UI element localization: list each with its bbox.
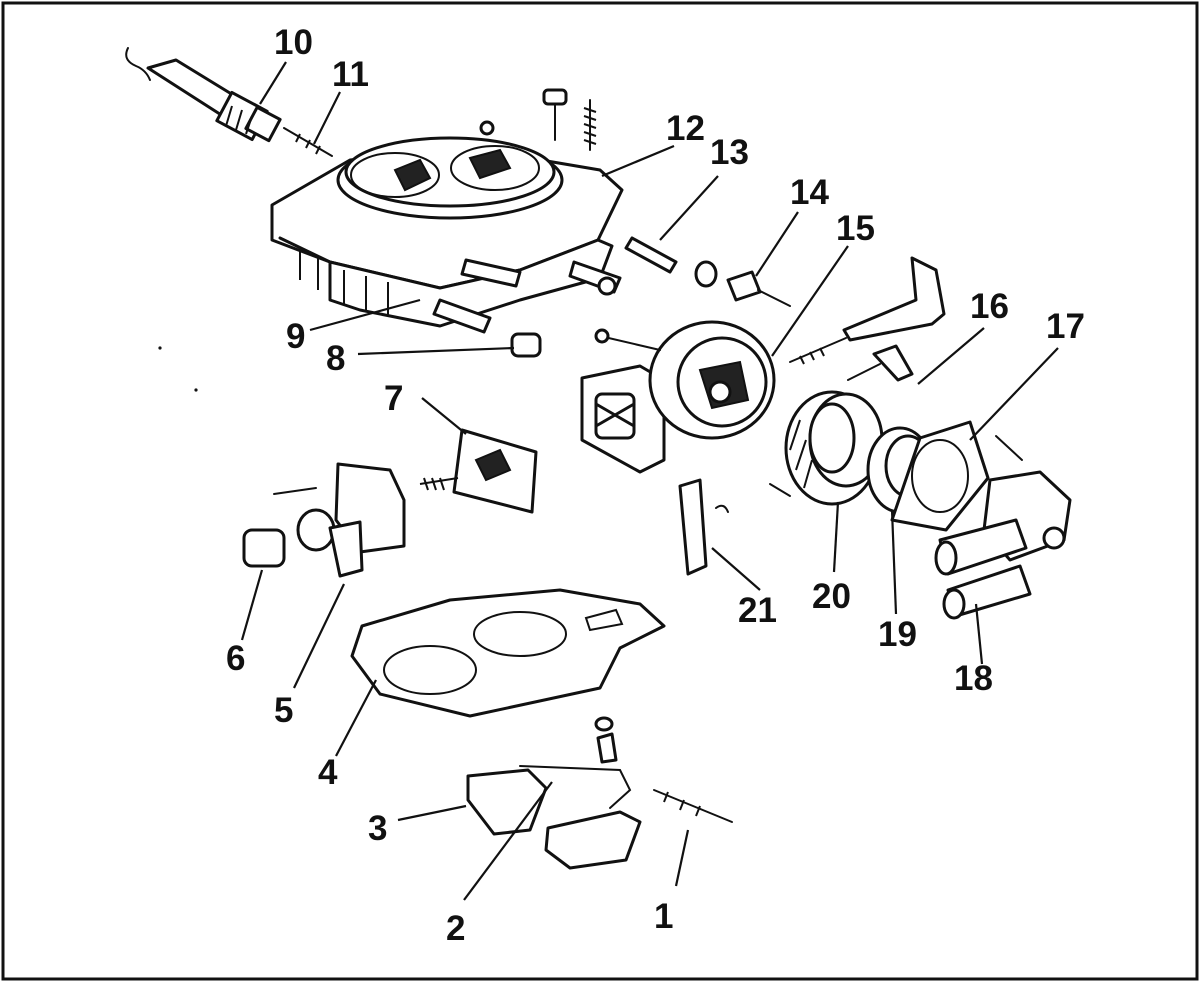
small-screw — [769, 483, 791, 497]
part-3-float — [466, 768, 548, 836]
part-10-solenoid — [125, 47, 282, 143]
callout-9: 9 — [286, 317, 305, 356]
callout-10: 10 — [274, 23, 313, 62]
part-1-needle — [544, 789, 733, 870]
callout-1: 1 — [654, 897, 673, 936]
callout-7: 7 — [384, 379, 403, 418]
callout-11: 11 — [332, 55, 369, 94]
callout-labels: 1 2 3 4 5 6 7 8 9 10 11 12 13 14 15 16 1… — [226, 23, 1085, 948]
part-4-base-gasket — [350, 588, 666, 718]
callout-19: 19 — [878, 615, 917, 654]
callout-2: 2 — [446, 909, 465, 948]
part-2-float-arm — [519, 716, 632, 809]
callout-14: 14 — [790, 173, 829, 212]
callout-8: 8 — [326, 339, 345, 378]
carburetor-main-body — [270, 120, 624, 334]
part-13-pin — [624, 236, 678, 274]
top-screws — [542, 88, 597, 151]
callout-15: 15 — [836, 209, 875, 248]
stray-dot — [158, 346, 162, 350]
part-8-bushing — [510, 332, 542, 358]
part-5-pump — [273, 462, 406, 578]
part-14-screw — [726, 270, 791, 307]
callout-5: 5 — [274, 691, 293, 730]
part-6-cap — [242, 528, 286, 568]
callout-4: 4 — [318, 753, 338, 792]
part-16-lever — [789, 256, 946, 382]
ring-washer — [694, 260, 718, 288]
callout-12: 12 — [666, 109, 705, 148]
callout-13: 13 — [710, 133, 749, 172]
callout-16: 16 — [970, 287, 1009, 326]
stray-dot — [194, 388, 198, 392]
callout-6: 6 — [226, 639, 245, 678]
leader-lines — [240, 61, 1059, 901]
part-11-needle — [283, 127, 333, 157]
callout-3: 3 — [368, 809, 387, 848]
part-15-throttle-body — [580, 320, 776, 474]
part-20-drum — [784, 390, 884, 506]
part-7-gasket — [419, 428, 538, 514]
part-21-link — [678, 478, 729, 576]
callout-17: 17 — [1046, 307, 1085, 346]
callout-20: 20 — [812, 577, 851, 616]
callout-21: 21 — [738, 591, 777, 630]
part-18-cover — [934, 470, 1072, 620]
callout-18: 18 — [954, 659, 993, 698]
part-17-gasket — [890, 420, 1023, 532]
